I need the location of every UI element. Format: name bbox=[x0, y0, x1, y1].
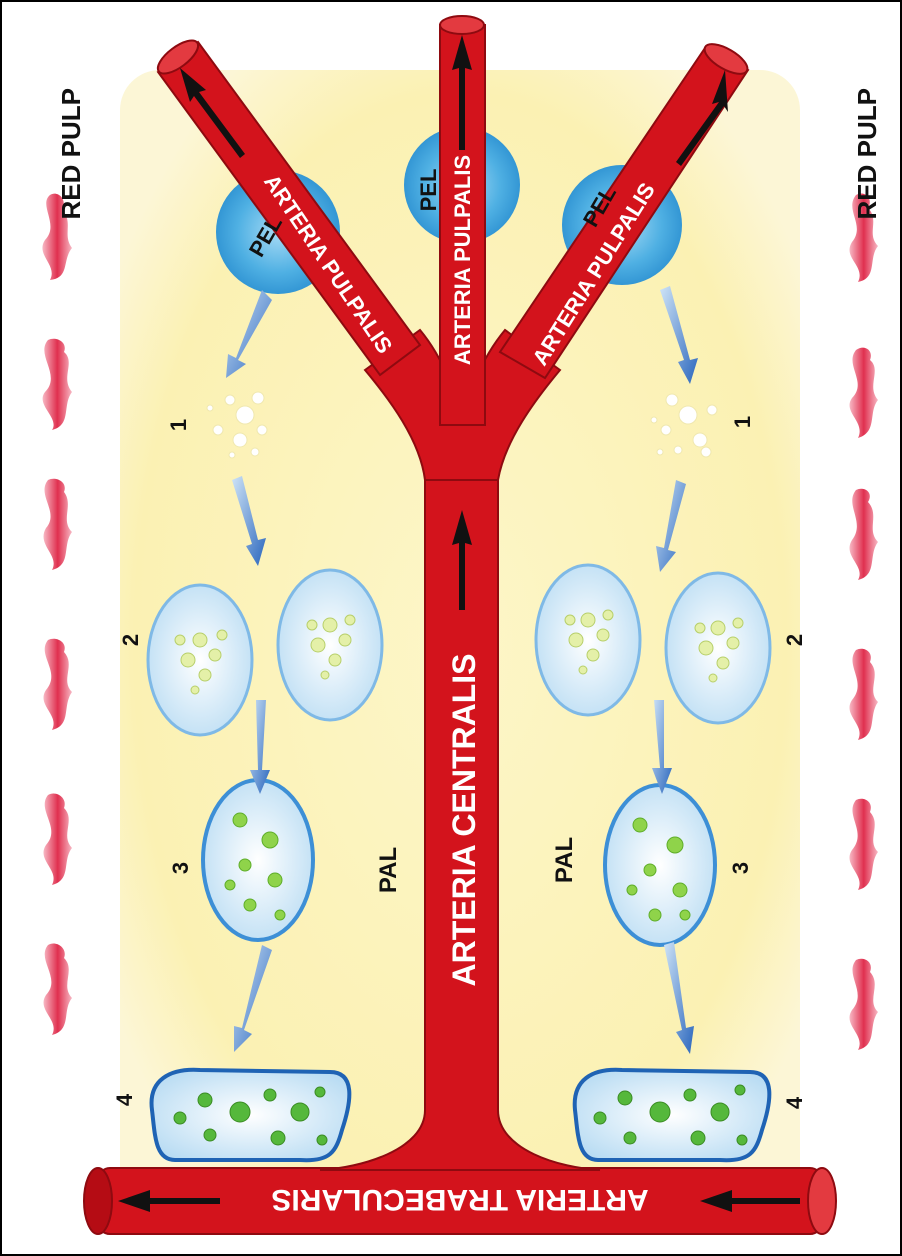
arteria-centralis-label: ARTERIA CENTRALIS bbox=[446, 653, 482, 986]
pal-label-right: PAL bbox=[551, 837, 578, 883]
stage-2-cell bbox=[278, 570, 382, 720]
stage-2-cell bbox=[666, 573, 770, 723]
pal-label-left: PAL bbox=[375, 847, 402, 893]
trabecularis-end-right bbox=[808, 1168, 836, 1234]
stage-2-cell bbox=[536, 565, 640, 715]
arteria-pulpalis-label-center: ARTERIA PULPALIS bbox=[450, 155, 475, 365]
stage-3-cell bbox=[605, 785, 715, 945]
pulpalis-center-end bbox=[440, 16, 484, 34]
arteria-trabecularis-label: ARTERIA TRABECULARIS bbox=[271, 1183, 648, 1216]
stage-2-label-right: 2 bbox=[782, 634, 807, 646]
stage-1-label-left: 1 bbox=[166, 419, 191, 431]
trabecularis-end-left bbox=[84, 1168, 112, 1234]
stage-2-cell bbox=[148, 585, 252, 735]
stage-4-label-right: 4 bbox=[782, 1096, 807, 1109]
stage-2-label-left: 2 bbox=[118, 634, 143, 646]
red-pulp-label-right: RED PULP bbox=[852, 88, 882, 219]
stage-3-label-left: 3 bbox=[168, 862, 193, 874]
pel-label-center: PEL bbox=[416, 169, 441, 212]
stage-3-cell bbox=[203, 780, 313, 940]
stage-4-label-left: 4 bbox=[112, 1093, 137, 1106]
stage-1-label-right: 1 bbox=[730, 416, 755, 428]
stage-3-label-right: 3 bbox=[728, 862, 753, 874]
red-pulp-label-left: RED PULP bbox=[56, 88, 86, 219]
